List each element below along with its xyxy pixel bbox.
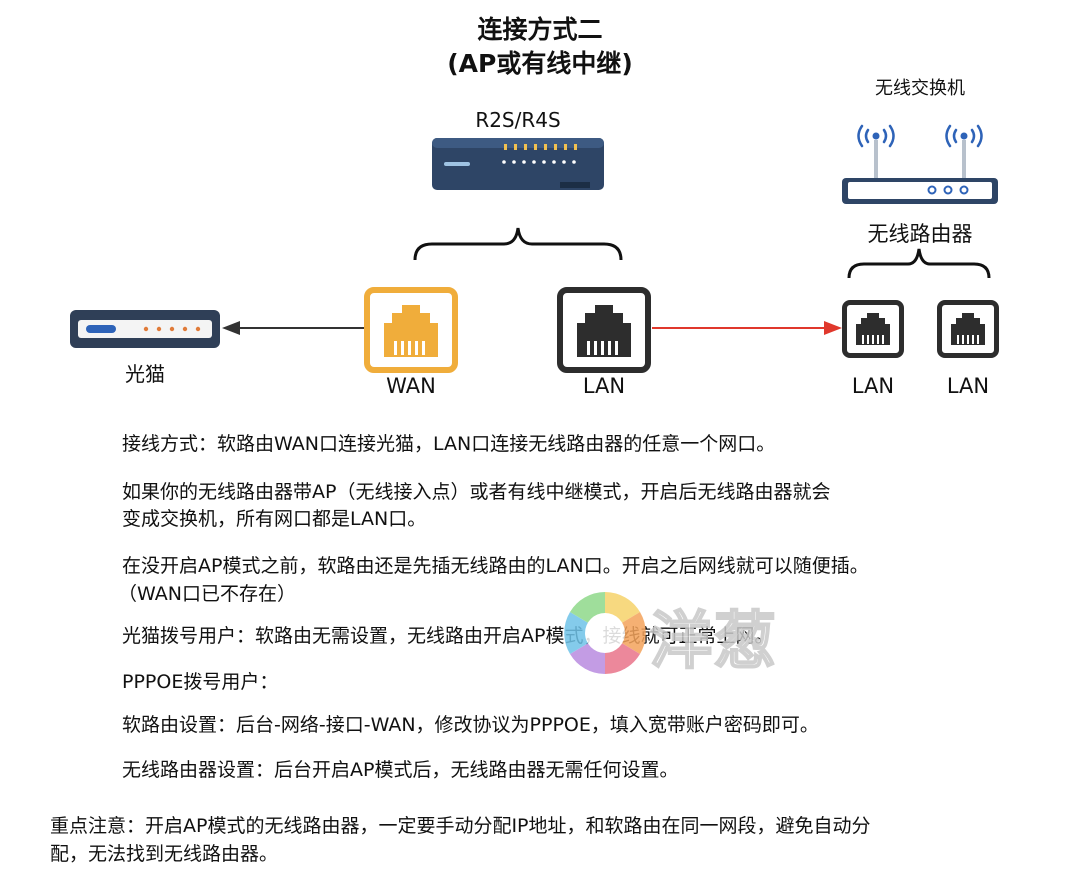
paragraph-before-ap-1: 在没开启AP模式之前，软路由还是先插无线路由的LAN口。开启之后网线就可以随便插… <box>122 555 869 577</box>
paragraph-ap-mode-2: 变成交换机，所有网口都是LAN口。 <box>122 508 427 530</box>
page-title: 连接方式二 <box>477 15 603 44</box>
wireless-router-brace <box>846 246 992 280</box>
soft-router-icon <box>432 134 604 194</box>
wireless-router-label: 无线路由器 <box>867 222 973 246</box>
router-lan1-label: LAN <box>851 374 895 398</box>
router-lan2-label: LAN <box>946 374 990 398</box>
important-note-line2: 配，无法找到无线路由器。 <box>50 843 279 865</box>
page-subtitle: (AP或有线中继) <box>447 49 633 78</box>
modem-icon <box>70 308 220 350</box>
paragraph-before-ap-2: （WAN口已不存在） <box>118 583 296 605</box>
soft-router-brace <box>412 224 624 264</box>
paragraph-wireless-router-settings: 无线路由器设置：后台开启AP模式后，无线路由器无需任何设置。 <box>122 759 679 781</box>
soft-router-label: R2S/R4S <box>475 108 561 132</box>
router-lan1-port-icon <box>842 300 904 358</box>
modem-label: 光猫 <box>125 362 165 386</box>
important-note-line1: 重点注意：开启AP模式的无线路由器，一定要手动分配IP地址，和软路由在同一网段，… <box>50 815 871 837</box>
watermark-text: 洋葱 <box>649 603 779 678</box>
wan-label: WAN <box>386 374 436 398</box>
paragraph-wiring: 接线方式：软路由WAN口连接光猫，LAN口连接无线路由器的任意一个网口。 <box>122 433 776 455</box>
paragraph-pppoe-heading: PPPOE拨号用户： <box>122 671 279 693</box>
watermark-logo-icon <box>560 588 650 678</box>
lan-to-router-arrow <box>652 318 842 338</box>
wireless-router-icon <box>840 118 1000 210</box>
router-lan2-port-icon <box>937 300 999 358</box>
paragraph-soft-router-settings: 软路由设置：后台-网络-接口-WAN，修改协议为PPPOE，填入宽带账户密码即可… <box>122 714 819 736</box>
lan-label: LAN <box>582 374 626 398</box>
wan-port-icon <box>364 287 458 373</box>
lan-port-icon <box>557 287 651 373</box>
wan-to-modem-arrow <box>222 318 364 338</box>
switch-caption: 无线交换机 <box>875 78 965 99</box>
paragraph-ap-mode-1: 如果你的无线路由器带AP（无线接入点）或者有线中继模式，开启后无线路由器就会 <box>122 481 831 503</box>
